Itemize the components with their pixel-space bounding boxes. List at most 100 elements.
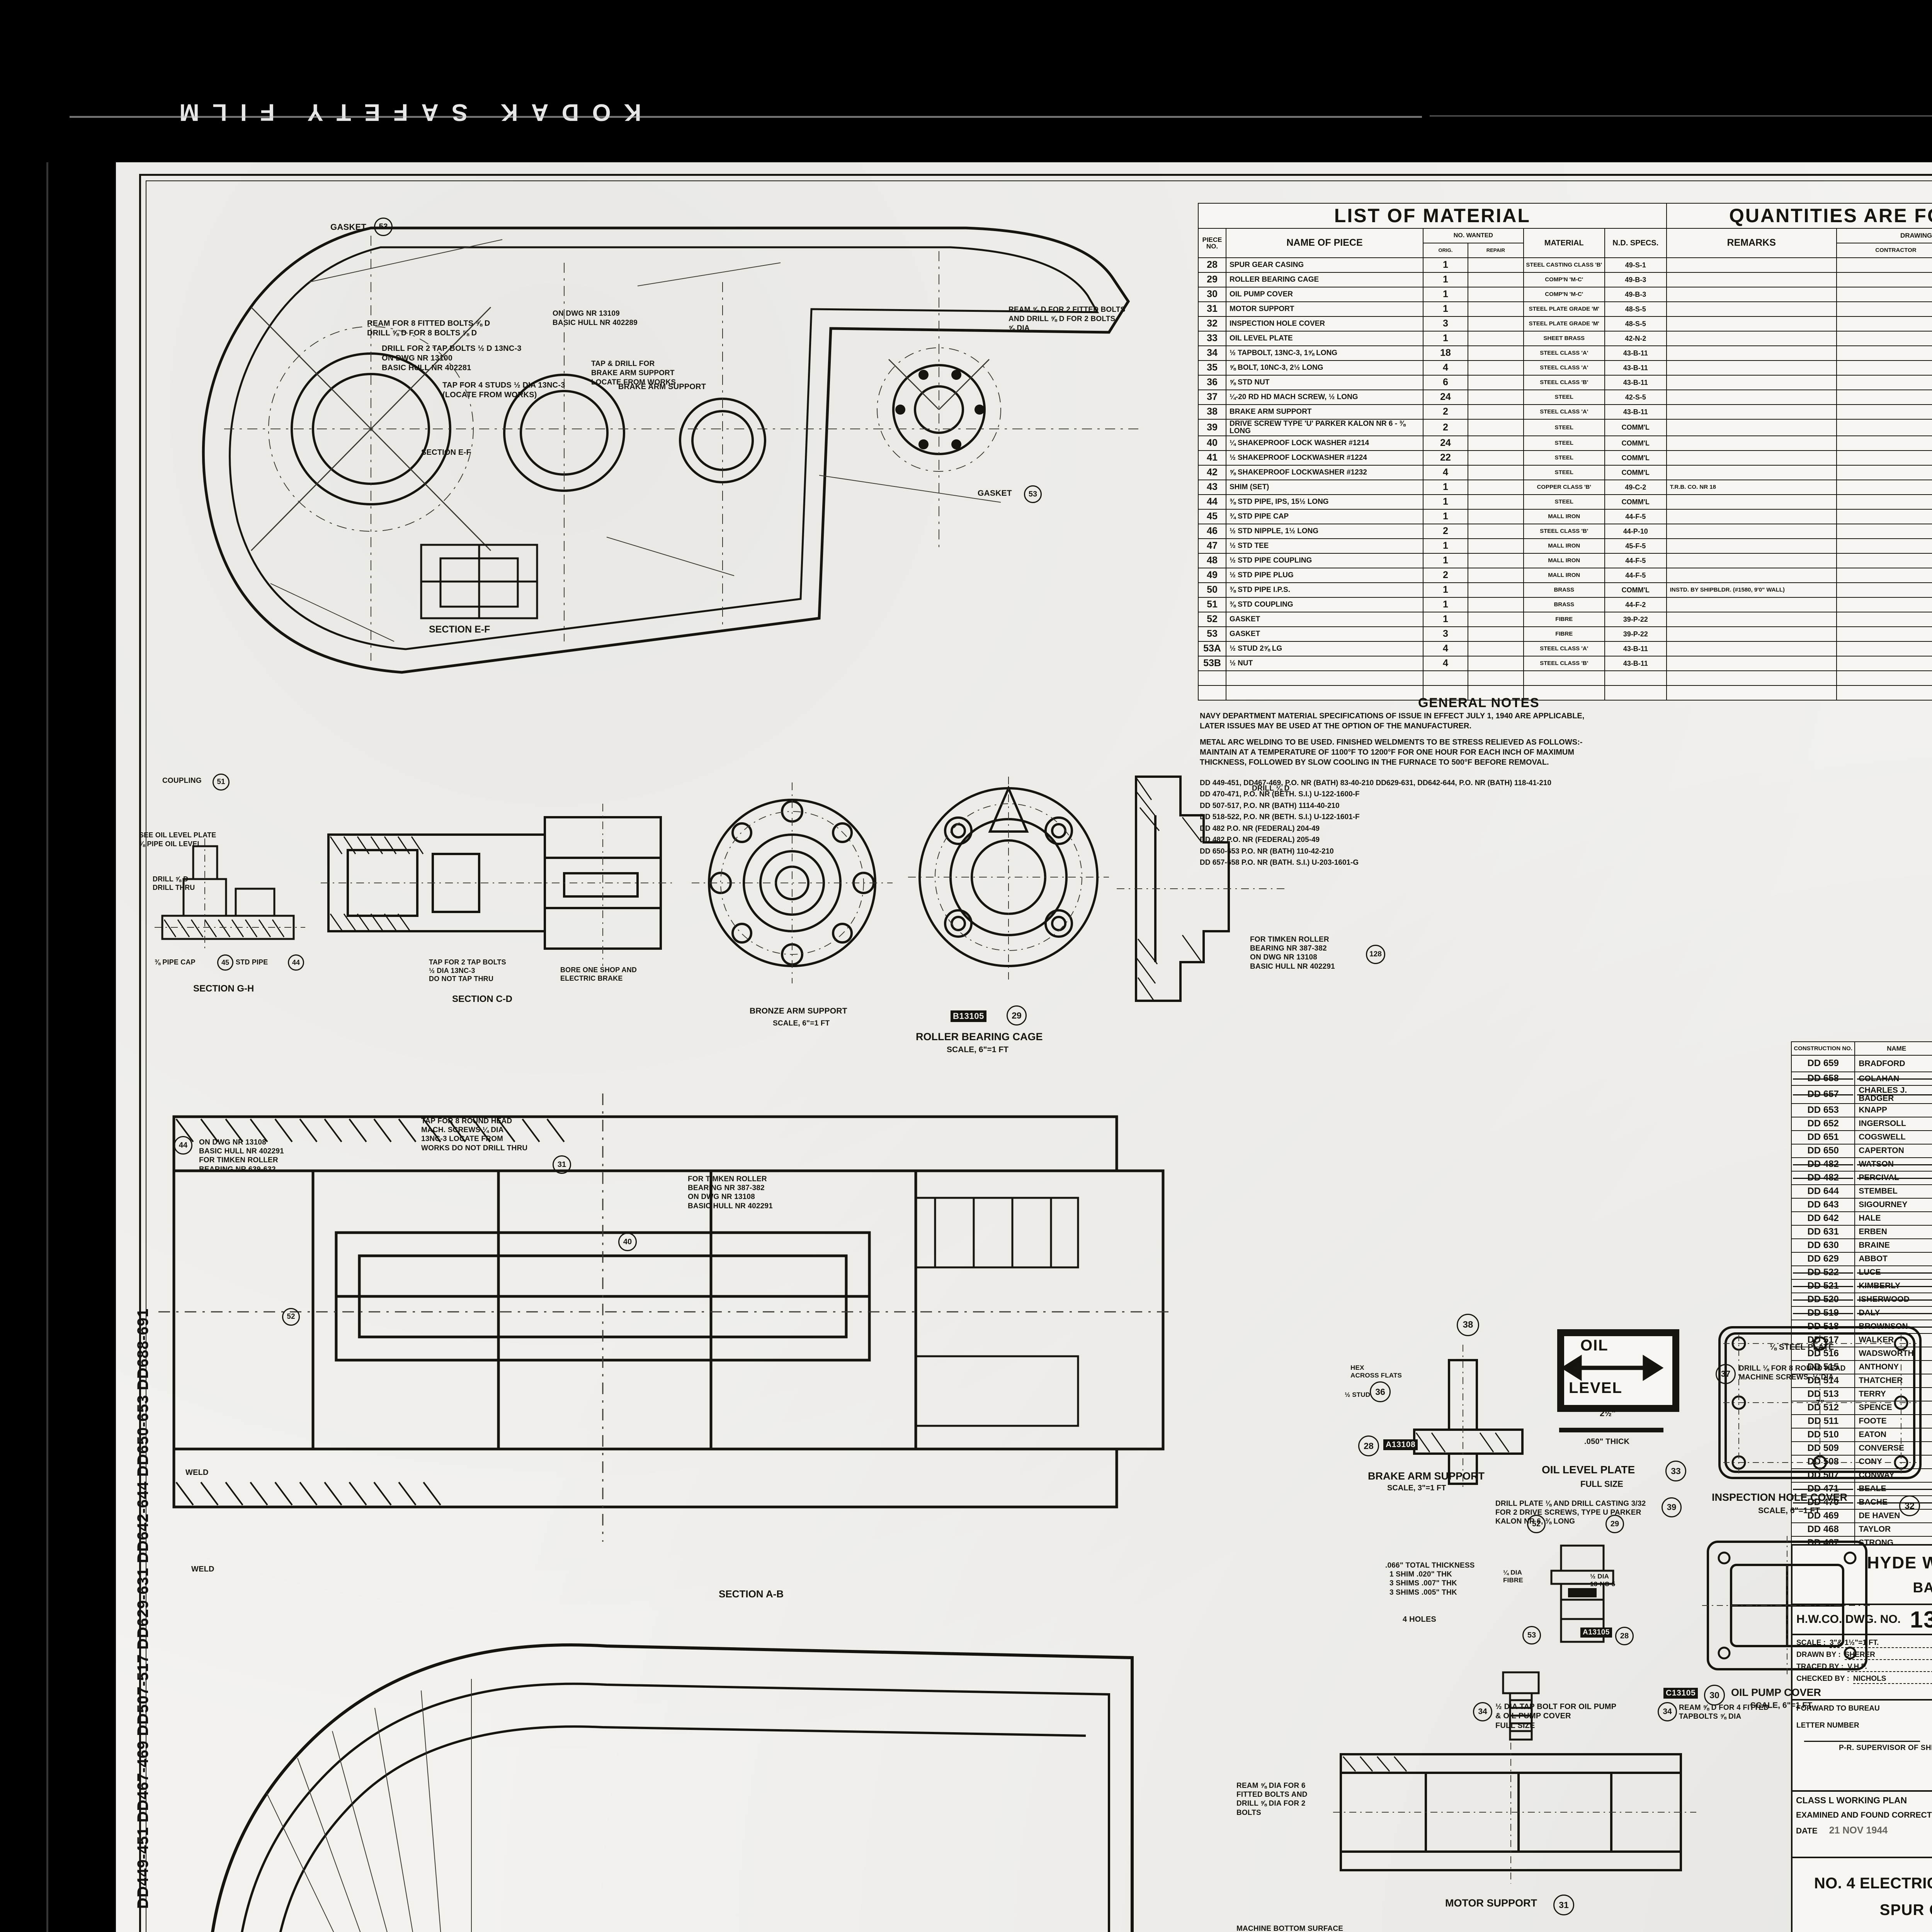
ship-list-row: DD 482PERCIVALKEARNY, N.J.204 (1791, 1170, 1932, 1185)
lom-cell-name: ⅝ SHAKEPROOF LOCKWASHER #1232 (1226, 464, 1423, 480)
ship-name: THATCHER (1854, 1373, 1932, 1388)
lom-cell-qty-repair (1467, 375, 1524, 390)
ship-list-row: DD 468TAYLOR194 (1791, 1522, 1932, 1537)
piece-bubble-45: 45 (217, 954, 233, 971)
pattern-tag-a13108: A13108 (1383, 1439, 1418, 1450)
lom-cell-spec: 42-S-5 (1604, 389, 1667, 405)
piece-bubble-30: 30 (1704, 1685, 1725, 1706)
ship-construction-no: DD 521 (1791, 1279, 1855, 1293)
ship-name: KNAPP (1854, 1103, 1932, 1117)
lom-cell-remarks: INSTD. BY SHIPBLDR. (#1580, 9'0" WALL) (1666, 582, 1837, 598)
lom-th-drawing-numbers: DRAWING NUMBERS (1836, 228, 1932, 243)
title-block-dwgno-row: H.W.CO. DWG. NO. 13105 (1793, 1605, 1932, 1635)
drawn-by-label: DRAWN BY : (1796, 1651, 1841, 1659)
lom-cell-piece-no: 52 (1198, 611, 1226, 627)
lom-cell-spec: 39-P-22 (1604, 611, 1667, 627)
lom-cell-name: ¼ SHAKEPROOF LOCK WASHER #1214 (1226, 435, 1423, 451)
lom-cell-name: SHIM (SET) (1226, 479, 1423, 495)
ship-name: ANTHONY (1854, 1360, 1932, 1374)
ship-name: EATON (1854, 1427, 1932, 1442)
lom-cell-blank (1604, 685, 1667, 701)
lom-cell-name: ⅝ STD NUT (1226, 375, 1423, 390)
callout-tap-4-studs: TAP FOR 4 STUDS ½ DIA 13NC-3(LOCATE FROM… (442, 381, 565, 399)
lom-cell-remarks (1666, 404, 1837, 420)
callout-bronze-arm-support: BRONZE ARM SUPPORT (750, 1007, 847, 1015)
lom-cell-qty-orig: 3 (1423, 316, 1468, 332)
ship-name: BRAINE (1854, 1238, 1932, 1253)
ship-name: LUCE (1854, 1265, 1932, 1280)
lom-cell-material: STEEL CLASS 'A' (1523, 404, 1605, 420)
lom-cell-spec: 49-B-3 (1604, 272, 1667, 287)
lom-cell-material: COPPER CLASS 'B' (1523, 479, 1605, 495)
lom-cell-qty-orig: 1 (1423, 479, 1468, 495)
title-block: HYDE WINDLASS CO. BATH, MAINE H.W.CO. DW… (1791, 1544, 1932, 1932)
ship-name: CONVERSE (1854, 1441, 1932, 1456)
lom-cell-material: STEEL (1523, 464, 1605, 480)
piece-bubble-52-shim: 52 (1527, 1515, 1546, 1533)
lom-cell-qty-repair (1467, 597, 1524, 612)
lom-cell-name: ½ STD TEE (1226, 538, 1423, 554)
lom-cell-material: STEEL CLASS 'A' (1523, 345, 1605, 361)
ship-construction-no: DD 482 (1791, 1157, 1855, 1172)
callout-shim-thickness: .066" TOTAL THICKNESS 1 SHIM .020" THK 3… (1385, 1561, 1475, 1597)
lom-cell-contractor (1836, 435, 1932, 451)
lom-cell-name: ½ SHAKEPROOF LOCKWASHER #1224 (1226, 450, 1423, 466)
ship-list-row: DD 521KIMBERLYBETH. STEEL CO. S.B. DIV.8… (1791, 1279, 1932, 1293)
film-scratch (1430, 115, 1932, 117)
lom-cell-blank (1523, 685, 1605, 701)
drawing-border (139, 174, 1932, 1932)
checked-by-label: CHECKED BY : (1796, 1675, 1849, 1683)
lom-cell-contractor (1836, 538, 1932, 554)
callout-drill-1-8-d: DRILL ⅛ D (1252, 784, 1290, 793)
lom-cell-name: ⅜ STD PIPE I.P.S. (1226, 582, 1423, 598)
lom-cell-contractor (1836, 494, 1932, 510)
callout-coupling-51: COUPLING (162, 777, 202, 785)
lom-cell-spec: COMM'L (1604, 464, 1667, 480)
lom-cell-remarks (1666, 272, 1837, 287)
lom-cell-piece-no: 45 (1198, 509, 1226, 524)
ship-construction-no: DD 658 (1791, 1071, 1855, 1086)
lom-cell-contractor (1836, 375, 1932, 390)
list-of-material-table: LIST OF MATERIAL QUANTITIES ARE FOR ONE … (1198, 203, 1932, 701)
ship-name: CHARLES J. BADGER (1854, 1085, 1932, 1104)
lom-cell-piece-no: 42 (1198, 464, 1226, 480)
lom-cell-blank (1604, 670, 1667, 686)
ship-construction-no: DD 657 (1791, 1085, 1855, 1104)
view-label-oil-pump-cover: OIL PUMP COVER (1731, 1687, 1821, 1698)
lom-cell-piece-no: 53A (1198, 641, 1226, 656)
lom-cell-qty-orig: 1 (1423, 538, 1468, 554)
lom-cell-piece-no: 47 (1198, 538, 1226, 554)
lom-cell-contractor (1836, 404, 1932, 420)
forward-to-bureau-label: FORWARD TO BUREAU (1796, 1704, 1880, 1713)
lom-cell-qty-orig: 4 (1423, 641, 1468, 656)
oil-level-plate-text-level: LEVEL (1569, 1379, 1622, 1396)
ship-list-row: DD 511FOOTE200 (1791, 1414, 1932, 1429)
lom-cell-piece-no: 32 (1198, 316, 1226, 332)
lom-cell-piece-no: 49 (1198, 567, 1226, 583)
ship-name: DE HAVEN (1854, 1509, 1932, 1523)
lom-cell-remarks (1666, 360, 1837, 376)
piece-bubble-33: 33 (1665, 1461, 1686, 1481)
lom-cell-remarks (1666, 597, 1837, 612)
lom-cell-qty-repair (1467, 523, 1524, 539)
lom-cell-qty-orig: 2 (1423, 567, 1468, 583)
lom-cell-name: ½ NUT (1226, 655, 1423, 671)
lom-cell-blank (1226, 670, 1423, 686)
view-scale-roller-bearing-cage: SCALE, 6"=1 FT (947, 1045, 1009, 1054)
ship-list-row: DD 482WATSONFEDERAL S.B. & D.D. CO.205 (1791, 1157, 1932, 1172)
piece-bubble-34-tapbolt: 34 (1473, 1702, 1492, 1721)
view-scale-inspection-hole-cover: SCALE, 6"=1 FT (1758, 1506, 1820, 1515)
lom-cell-name: ½ STUD 2⅝ LG (1226, 641, 1423, 656)
ship-list-row: DD 520ISHERWOODSTATEN ISLAND PLANT8027 (1791, 1292, 1932, 1307)
